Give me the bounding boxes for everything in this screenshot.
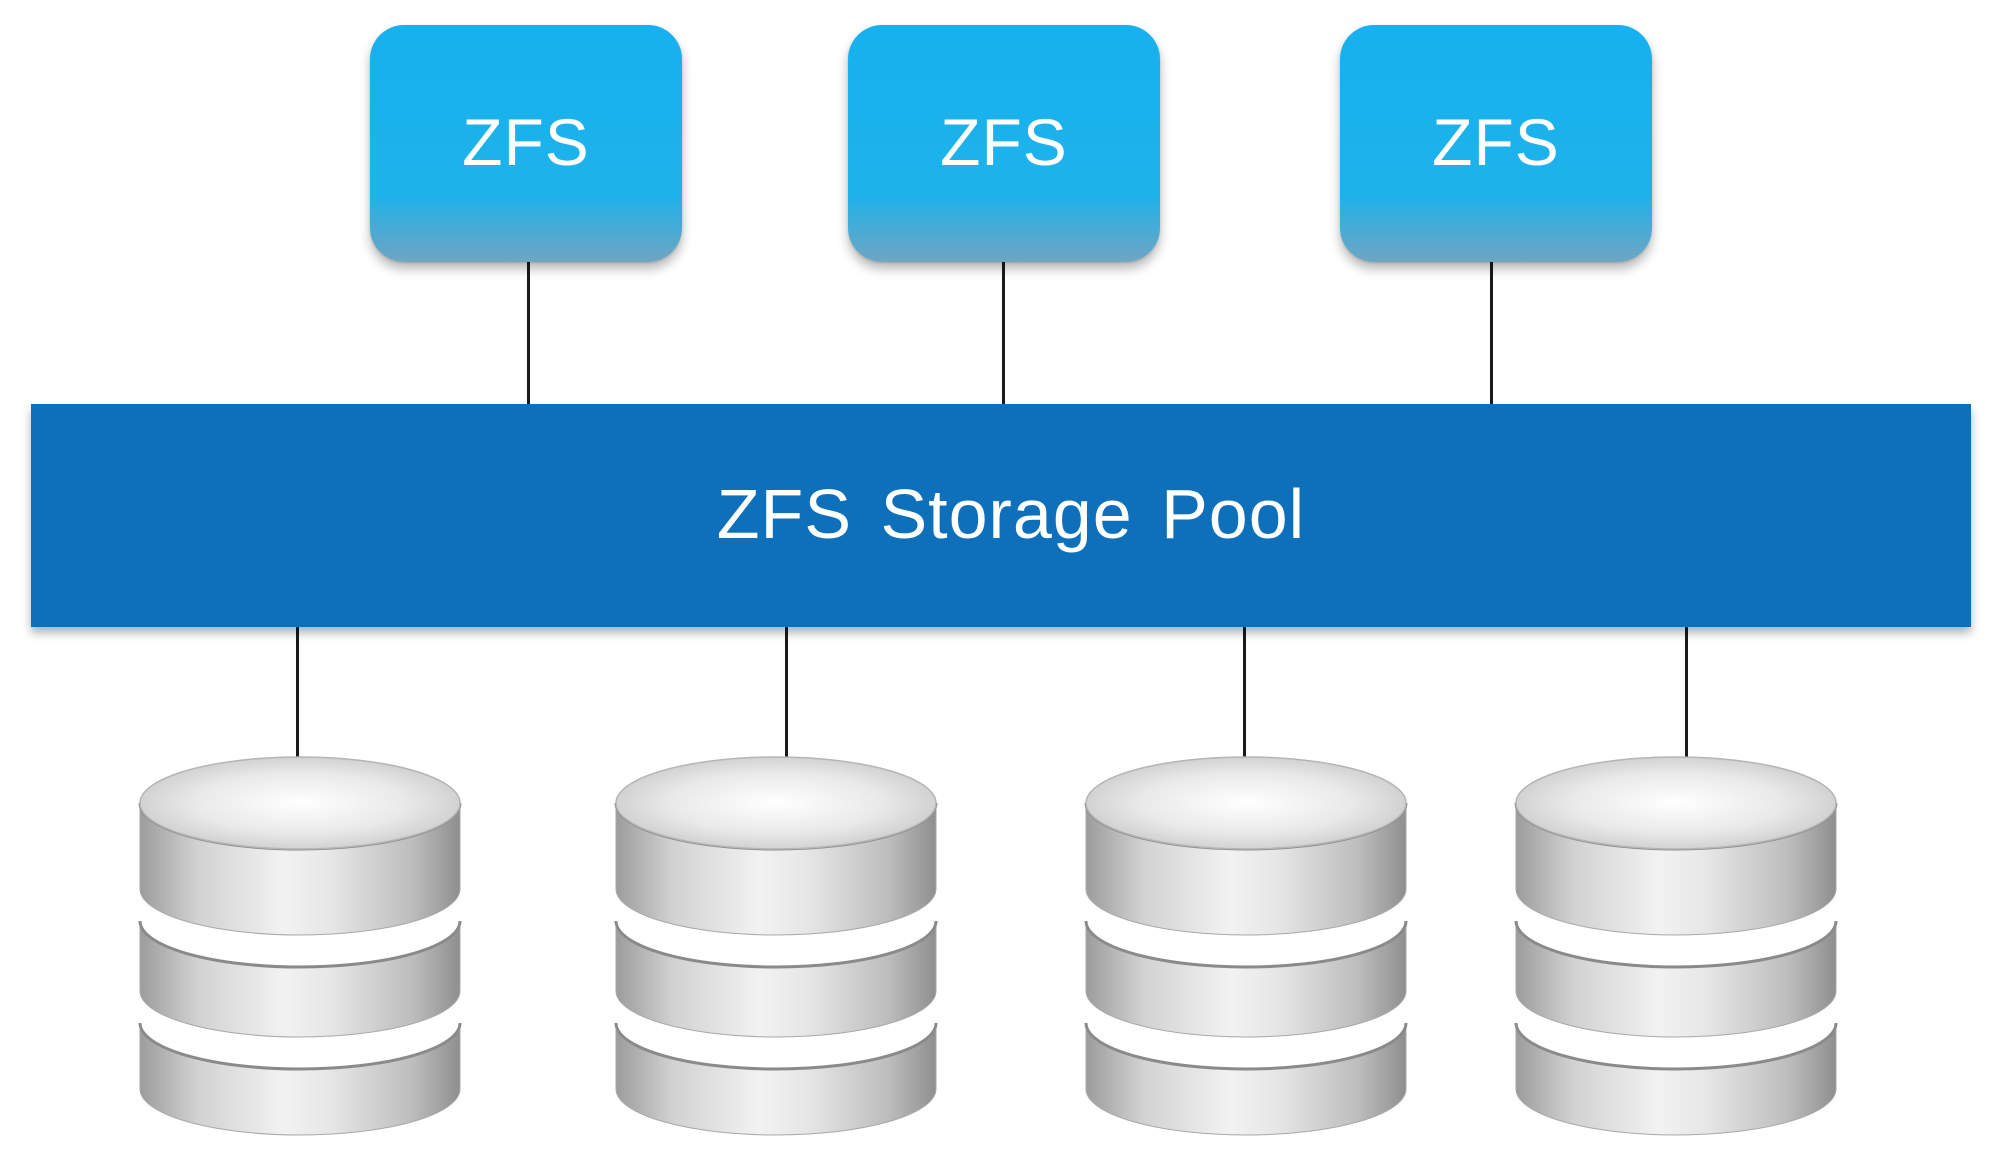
- disk-connector-3: [1243, 627, 1246, 757]
- zfs-filesystem-label-2: ZFS: [940, 104, 1068, 179]
- zfs-storage-pool-label: ZFS Storage Pool: [716, 474, 1306, 553]
- zfs-filesystem-label-1: ZFS: [462, 104, 590, 179]
- disk-stack-1: [138, 745, 462, 1145]
- zfs-filesystem-label-3: ZFS: [1432, 104, 1560, 179]
- disk-stack-icon: [614, 756, 938, 1136]
- disk-connector-4: [1685, 627, 1688, 757]
- disk-connector-2: [785, 627, 788, 757]
- disk-stack-3: [1084, 745, 1408, 1145]
- disk-stack-icon: [1084, 756, 1408, 1136]
- disk-stack-4: [1514, 745, 1838, 1145]
- fs-connector-3: [1490, 262, 1493, 404]
- disk-stack-icon: [1514, 756, 1838, 1136]
- zfs-filesystem-box-2: ZFS: [848, 25, 1160, 262]
- fs-connector-1: [527, 262, 530, 404]
- zfs-storage-pool-bar: ZFS Storage Pool: [31, 404, 1971, 627]
- fs-connector-2: [1002, 262, 1005, 404]
- zfs-filesystem-box-3: ZFS: [1340, 25, 1652, 262]
- disk-connector-1: [296, 627, 299, 757]
- zfs-filesystem-box-1: ZFS: [370, 25, 682, 262]
- disk-stack-icon: [138, 756, 462, 1136]
- disk-stack-2: [614, 745, 938, 1145]
